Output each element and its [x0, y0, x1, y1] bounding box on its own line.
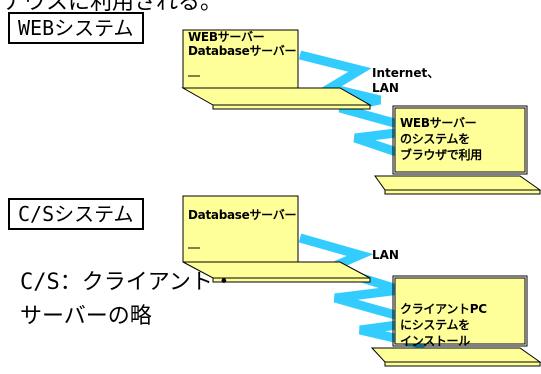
cs-client-text-3: インストール — [400, 334, 470, 348]
web-network-label-2: LAN — [372, 81, 399, 95]
header-fragment: ナウスに利用される。 — [2, 0, 223, 15]
cs-server-text-1: Databaseサーバー — [188, 208, 297, 222]
cs-network-cable — [298, 233, 427, 350]
web-server-text-2: Databaseサーバー — [188, 44, 297, 58]
web-client-text-3: ブラウザで利用 — [400, 148, 482, 162]
web-system-label: WEBシステム — [8, 12, 144, 44]
cs-client-text-2: にシステムを — [400, 318, 470, 332]
web-server-text-1: WEBサーバー — [188, 30, 265, 44]
cs-note-line-1: C/S：クライアント・ — [20, 270, 235, 295]
cs-network-label: LAN — [372, 248, 399, 262]
web-network-label: Internet、 — [372, 66, 440, 80]
web-client-computer — [374, 105, 541, 195]
cs-client-text-1: クライアントPC — [400, 302, 487, 316]
cs-server-computer — [182, 195, 371, 283]
web-client-text-1: WEBサーバー — [400, 116, 477, 130]
cs-note-line-2: サーバーの略 — [20, 304, 152, 329]
cs-client-computer — [370, 275, 541, 367]
cs-system-label: C/Sシステム — [8, 198, 144, 230]
web-server-computer — [181, 29, 372, 110]
web-client-text-2: のシステムを — [400, 132, 470, 146]
